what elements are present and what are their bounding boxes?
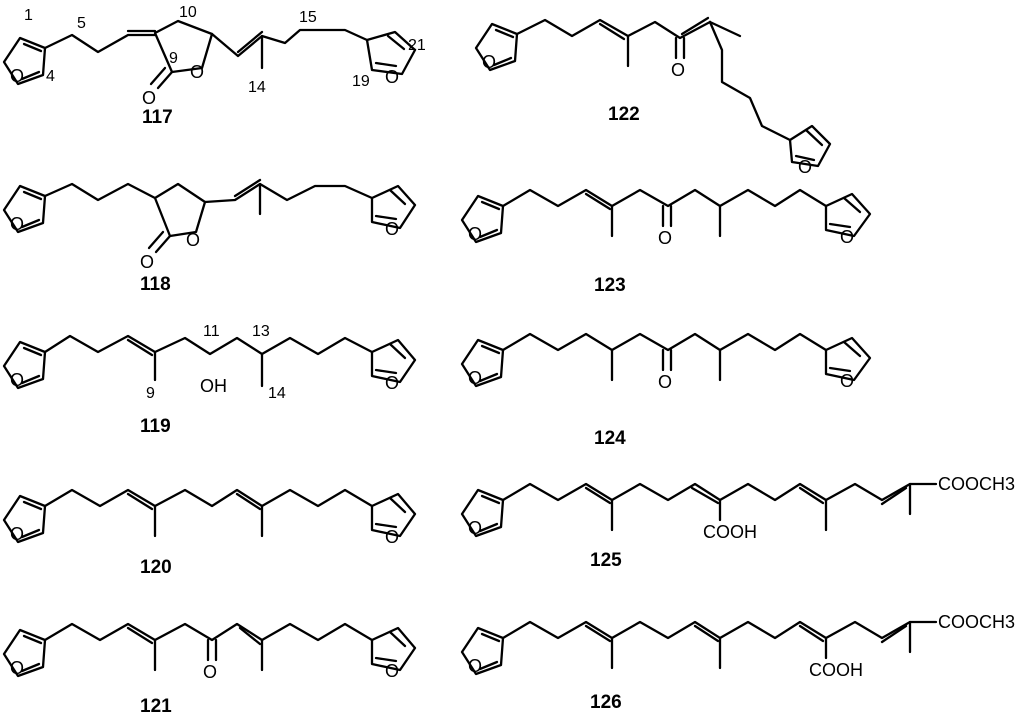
atom-o-117-ring: O (190, 62, 204, 82)
atom-coome-126: COOCH3 (938, 612, 1015, 632)
locant-119-11: 11 (203, 323, 220, 340)
compound-label-124: 124 (594, 428, 626, 449)
compound-label-118: 118 (140, 274, 171, 295)
structure-118: O O O O 118 (2, 178, 417, 295)
structure-123: O O O 123 (460, 188, 872, 296)
atom-o-119-furan-right: O (385, 373, 399, 393)
atom-o-124-furan-right: O (840, 371, 854, 391)
structure-120: O O 120 (2, 488, 417, 578)
structure-121: O O O 121 (2, 622, 417, 715)
atom-o-123-ketone: O (658, 228, 672, 248)
compound-label-125: 125 (590, 550, 622, 571)
atom-oh-119: OH (200, 376, 227, 396)
atom-o-121-furan-right: O (385, 661, 399, 681)
atom-o-120-furan-right: O (385, 527, 399, 547)
locant-117-5: 5 (77, 15, 86, 32)
locant-117-1: 1 (24, 7, 33, 24)
structure-125: O COOH COOCH3 125 (460, 474, 1015, 571)
atom-o-121-furan-left: O (10, 658, 24, 678)
compound-label-119: 119 (140, 416, 171, 437)
atom-o-126-furan: O (468, 656, 482, 676)
atom-o-123-furan-right: O (840, 227, 854, 247)
atom-o-124-ketone: O (658, 372, 672, 392)
compound-label-122: 122 (608, 104, 640, 125)
locant-117-15: 15 (299, 9, 317, 26)
locant-117-4: 4 (46, 68, 55, 85)
compound-label-121: 121 (140, 696, 172, 715)
locant-117-14: 14 (248, 79, 266, 96)
compound-label-126: 126 (590, 692, 622, 713)
locant-119-9: 9 (146, 385, 155, 402)
atom-o-122-furan-left: O (482, 52, 496, 72)
atom-o-117-furan-right: O (385, 67, 399, 87)
atom-o-125-furan: O (468, 518, 482, 538)
atom-o-123-furan-left: O (468, 224, 482, 244)
atom-cooh-125: COOH (703, 522, 757, 542)
structure-124: O O O 124 (460, 332, 872, 449)
locant-117-10: 10 (179, 4, 197, 21)
compound-label-117: 117 (142, 107, 173, 128)
compound-label-123: 123 (594, 275, 626, 296)
locant-117-21: 21 (408, 37, 426, 54)
atom-o-121-ketone: O (203, 662, 217, 682)
locant-117-9: 9 (169, 50, 178, 67)
atom-coome-125: COOCH3 (938, 474, 1015, 494)
compound-label-120: 120 (140, 557, 172, 578)
atom-o-118-ring: O (186, 230, 200, 250)
atom-o-122-furan-right: O (798, 157, 812, 177)
atom-o-120-furan-left: O (10, 524, 24, 544)
atom-o-118-carbonyl: O (140, 252, 154, 272)
atom-cooh-126: COOH (809, 660, 863, 680)
structure-119: O OH O 9 11 13 14 119 (2, 323, 417, 437)
locant-119-14: 14 (268, 385, 286, 402)
atom-o-119-furan-left: O (10, 370, 24, 390)
atom-o-122-ketone: O (671, 60, 685, 80)
structure-122: O O O 122 (474, 16, 832, 177)
atom-o-118-furan-right: O (385, 219, 399, 239)
atom-o-124-furan-left: O (468, 368, 482, 388)
atom-o-117-carbonyl: O (142, 88, 156, 108)
atom-o-118-furan-left: O (10, 214, 24, 234)
atom-o-117-furan-left: O (10, 66, 24, 86)
locant-117-19: 19 (352, 73, 370, 90)
structure-117: O O O O 1 4 5 9 10 14 15 19 21 117 (2, 4, 426, 128)
locant-119-13: 13 (252, 323, 270, 340)
structure-126: O COOH COOCH3 126 (460, 612, 1015, 713)
